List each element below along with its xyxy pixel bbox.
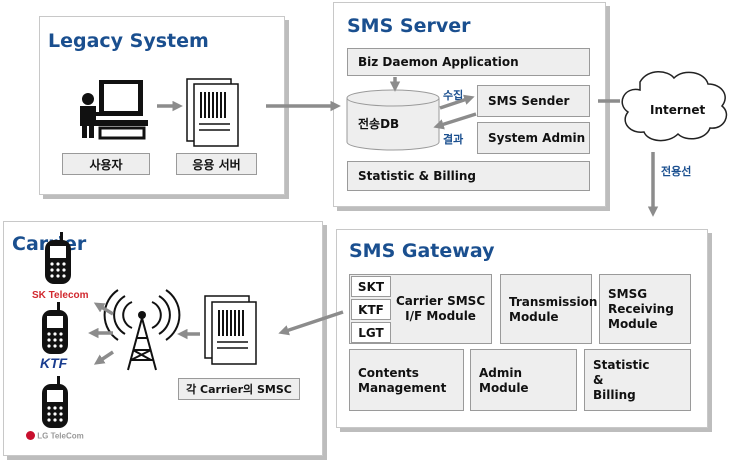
tower-to-lgt-arrow <box>93 350 114 365</box>
collect-arrow <box>439 94 475 110</box>
gateway-to-smsc-arrow <box>278 310 344 336</box>
result-arrow <box>433 112 477 130</box>
transmission-module-box: Transmission Module <box>500 274 597 344</box>
sms-gateway-title: SMS Gateway <box>349 240 495 262</box>
legacy-system-title: Legacy System <box>48 30 209 52</box>
user-label-box: 사용자 <box>62 153 150 175</box>
app-server-label-box: 응용 서버 <box>176 153 257 175</box>
lg-telecom-logo: LG TeleCom <box>26 431 84 441</box>
carrier-skt-cell: SKT <box>351 276 391 297</box>
collect-label: 수집 <box>443 89 464 102</box>
sk-telecom-logo: SK Telecom <box>32 290 89 301</box>
biz-daemon-box: Biz Daemon Application <box>347 48 590 76</box>
statistic-billing-box: Statistic & Billing <box>347 161 590 191</box>
contents-management-box: Contents Management <box>349 349 464 411</box>
ktf-logo: KTF <box>40 355 68 371</box>
result-label: 결과 <box>443 133 464 146</box>
internet-label: Internet <box>650 103 706 117</box>
gateway-statistic-billing-box: Statistic & Billing <box>584 349 691 411</box>
lgt-phone-icon <box>42 376 68 428</box>
skt-phone-icon <box>45 232 71 284</box>
carrier-ktf-cell: KTF <box>351 299 391 320</box>
dedicated-line-label: 전용선 <box>661 165 692 178</box>
sms-sender-box: SMS Sender <box>477 85 590 117</box>
system-admin-box: System Admin <box>477 122 590 154</box>
carrier-lgt-cell: LGT <box>351 322 391 343</box>
carrier-smsc-module-label: Carrier SMSC I/F Module <box>396 294 486 323</box>
sms-server-title: SMS Server <box>347 15 471 37</box>
smsg-receiving-module-box: SMSG Receiving Module <box>599 274 691 344</box>
tower-to-skt-arrow <box>93 302 114 316</box>
db-label: 전송DB <box>358 117 400 131</box>
ktf-phone-icon <box>42 302 68 354</box>
admin-module-box: Admin Module <box>470 349 577 411</box>
smsc-label-box: 각 Carrier의 SMSC <box>178 378 300 400</box>
